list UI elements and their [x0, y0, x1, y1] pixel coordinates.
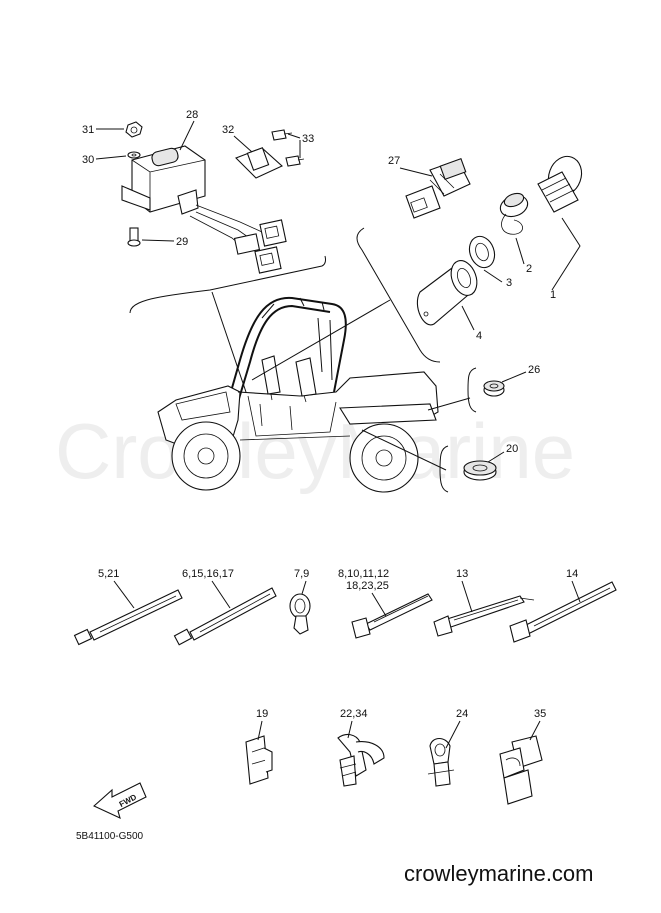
fwd-arrow-icon: FWD: [93, 782, 147, 820]
callout-20: 20: [506, 443, 518, 455]
footer-url: crowleymarine.com: [404, 861, 594, 886]
callout-27: 27: [388, 155, 400, 167]
callout-14: 14: [566, 568, 578, 580]
callout-29: 29: [176, 236, 188, 248]
callout-32: 32: [222, 124, 234, 136]
callout-5-21: 5,21: [98, 568, 119, 580]
callout-18-23-25: 18,23,25: [346, 580, 389, 592]
callout-6-15-16-17: 6,15,16,17: [182, 568, 234, 580]
diagram-code: 5B41100-G500: [76, 831, 144, 842]
callout-2: 2: [526, 263, 532, 275]
callout-35: 35: [534, 708, 546, 720]
watermark: CrowleyMarine: [55, 407, 575, 495]
callout-7-9: 7,9: [294, 568, 309, 580]
callout-22-34: 22,34: [340, 708, 368, 720]
callout-13: 13: [456, 568, 468, 580]
relay-assembly: [121, 121, 305, 274]
callout-1: 1: [550, 289, 556, 301]
cable-ties: [73, 581, 617, 646]
callout-26: 26: [528, 364, 540, 376]
vehicle-illustration: [157, 296, 439, 493]
callout-24: 24: [456, 708, 468, 720]
socket-assembly: [405, 155, 583, 326]
callout-30: 30: [82, 154, 94, 166]
callout-31: 31: [82, 124, 94, 136]
callout-8-10-11-12: 8,10,11,12: [338, 568, 389, 580]
callout-28: 28: [186, 109, 198, 121]
callout-19: 19: [256, 708, 268, 720]
callout-33: 33: [302, 133, 314, 145]
callout-4: 4: [476, 330, 482, 342]
clips: [245, 733, 543, 805]
callout-3: 3: [506, 277, 512, 289]
